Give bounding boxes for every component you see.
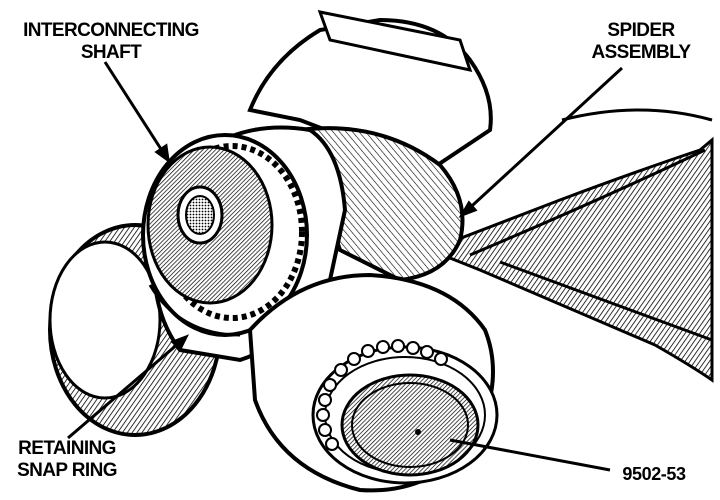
leader-spider-assembly: [460, 66, 624, 217]
needle-bearings: [316, 339, 448, 451]
lower-right-trunnion: [247, 272, 499, 493]
label-spider-assembly-line1: SPIDER: [607, 20, 675, 41]
arrow-spider-assembly: [458, 200, 478, 218]
shaft-splined-end: [141, 133, 309, 337]
label-retaining-snap-ring-line1: RETAINING: [18, 438, 116, 459]
leader-lines: [67, 61, 624, 472]
figure-number: 9502-53: [622, 464, 686, 484]
label-interconnecting-shaft-line2: SHAFT: [80, 42, 142, 63]
label-retaining-snap-ring: RETAINING SNAP RING: [4, 438, 130, 482]
top-housing-lobe: [247, 10, 493, 173]
arrow-retaining-snap-ring: [170, 334, 190, 352]
label-interconnecting-shaft-line1: INTERCONNECTING: [23, 20, 199, 41]
retaining-snap-ring: [148, 284, 241, 337]
label-spider-assembly: SPIDER ASSEMBLY: [578, 20, 704, 64]
label-interconnecting-shaft: INTERCONNECTING SHAFT: [6, 20, 216, 64]
leader-interconnecting-shaft: [103, 61, 170, 161]
upper-right-trunnion: [297, 126, 465, 283]
label-retaining-snap-ring-line2: SNAP RING: [17, 460, 117, 481]
arrow-interconnecting-shaft: [154, 143, 170, 164]
label-spider-assembly-line2: ASSEMBLY: [591, 42, 691, 63]
housing-band: [425, 108, 714, 383]
leader-figure-number: [449, 438, 611, 472]
leader-retaining-snap-ring: [67, 335, 187, 440]
